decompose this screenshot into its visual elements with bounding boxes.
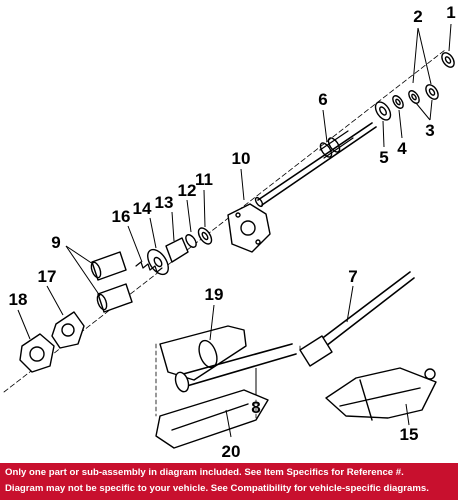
callout-13: 13 bbox=[155, 193, 174, 212]
callout-5: 5 bbox=[379, 148, 388, 167]
callout-15: 15 bbox=[400, 425, 419, 444]
leader-lines bbox=[17, 23, 452, 438]
callout-8: 8 bbox=[251, 398, 260, 417]
part-5-bearing bbox=[374, 101, 392, 121]
callout-18: 18 bbox=[9, 290, 28, 309]
part-9-u-joint-upper bbox=[90, 251, 127, 281]
part-13-sleeve bbox=[165, 237, 189, 263]
part-18-bearing-plate bbox=[19, 333, 55, 373]
part-2-washer bbox=[425, 84, 439, 100]
callout-16: 16 bbox=[112, 207, 131, 226]
part-12-ring bbox=[185, 234, 197, 248]
callout-12: 12 bbox=[178, 181, 197, 200]
part-11-bearing bbox=[197, 227, 213, 245]
part-4-washer bbox=[392, 95, 404, 109]
callout-10: 10 bbox=[232, 149, 251, 168]
part-19-upper-cover bbox=[159, 325, 247, 381]
callout-9: 9 bbox=[51, 233, 60, 252]
callout-11: 11 bbox=[195, 170, 213, 189]
part-17-coupling bbox=[51, 311, 85, 349]
callout-7: 7 bbox=[348, 267, 357, 286]
callout-1: 1 bbox=[446, 3, 455, 22]
callout-20: 20 bbox=[222, 442, 241, 461]
part-7-intermediate-shaft bbox=[299, 271, 415, 367]
part-15-bracket bbox=[325, 367, 437, 421]
callout-14: 14 bbox=[133, 199, 152, 218]
steering-column-diagram: 1 2 3 4 5 6 7 8 9 10 11 12 13 14 15 16 1… bbox=[3, 3, 456, 461]
part-6-upper-shaft bbox=[254, 122, 377, 208]
part-9-u-joint-lower bbox=[96, 283, 133, 313]
disclaimer-banner: Only one part or sub-assembly in diagram… bbox=[0, 463, 458, 500]
callout-4: 4 bbox=[397, 139, 407, 158]
assembly-guide-lines bbox=[155, 343, 301, 421]
callout-17: 17 bbox=[38, 267, 57, 286]
callout-3: 3 bbox=[425, 121, 434, 140]
part-10-housing bbox=[227, 203, 271, 253]
part-3-ring bbox=[408, 90, 420, 104]
callout-19: 19 bbox=[205, 285, 224, 304]
part-20-lower-shroud bbox=[155, 389, 269, 449]
part-8-tube bbox=[174, 343, 297, 393]
disclaimer-line-1: Only one part or sub-assembly in diagram… bbox=[5, 467, 404, 478]
disclaimer-line-2: Diagram may not be specific to your vehi… bbox=[5, 483, 429, 494]
callout-2: 2 bbox=[413, 7, 422, 26]
part-1-nut bbox=[441, 52, 455, 68]
callout-6: 6 bbox=[318, 90, 327, 109]
part-16-spring bbox=[135, 261, 163, 273]
